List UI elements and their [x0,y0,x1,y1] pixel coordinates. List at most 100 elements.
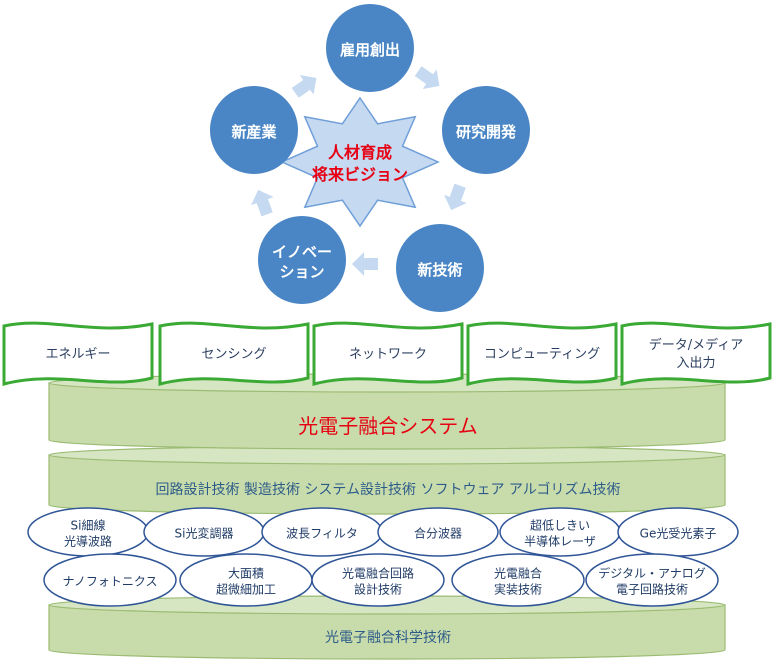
element-label: 光電融合実装技術 [494,566,542,597]
element-wavelength-filter: 波長フィルタ [261,507,383,557]
arrow-shape [251,189,274,217]
base-layer-body [48,604,726,660]
element-label: ナノフォトニクス [62,575,157,589]
element-si-waveguide: Si細線光導波路 [27,507,149,557]
element-label-line: Si光変調器 [175,526,234,541]
tech-layer-label: 回路設計技術 製造技術 システム設計技術 ソフトウェア アルゴリズム技術 [156,481,621,498]
arrow-kenkyu-to-shingijutsu [444,183,467,211]
system-layer-body [48,382,726,450]
element-ellipse [43,553,177,607]
banner-label-line: コンピューティング [484,347,600,362]
element-label-line: 光導波路 [64,534,112,549]
cycle-node-innovation: イノベーション [258,216,346,304]
cycle-node-label: イノベーション [272,243,332,281]
element-label: Si光変調器 [175,526,234,541]
banner-label-line: データ/メディア [649,337,743,353]
tech-layer [48,445,726,515]
element-ge-detector: Ge光受光素子 [617,507,739,557]
element-ellipse [377,507,499,557]
cycle-node-label: 雇用創出 [340,41,400,59]
base-layer-label: 光電子融合科学技術 [325,630,451,646]
element-large-area: 大面積超微細加工 [179,553,313,607]
system-layer-label: 光電子融合システム [298,414,477,438]
banner-shape [2,321,154,386]
center-label: 人材育成将来ビジョン [312,143,408,184]
element-oe-circuit-design: 光電融合回路設計技術 [311,553,445,607]
application-banner-3: コンピューティング [466,321,618,386]
cycle-circle [258,216,346,304]
element-ultralow-laser: 超低しきい半導体レーザ [499,507,621,557]
application-banner-1: センシング [158,321,310,386]
center-label-line: 将来ビジョン [312,165,408,184]
cycle-circle [210,86,298,174]
arrow-shape [291,75,317,98]
arrow-shingijutsu-to-innovation [352,252,378,276]
cycle-circle [326,4,414,92]
arrow-shape [414,66,440,89]
cycle-node-label-line: イノベー [272,243,332,261]
cycle-node-label-line: 研究開発 [456,123,517,141]
application-banner-2: ネットワーク [312,321,464,386]
element-label: 合分波器 [414,526,462,541]
element-label-line: Ge光受光素子 [640,527,717,541]
cycle-node-label: 新産業 [231,123,277,141]
element-label-line: 合分波器 [414,526,462,541]
element-label: デジタル・アナログ電子回路技術 [598,566,706,597]
element-label: Si細線光導波路 [64,518,112,549]
element-ellipse [311,553,445,607]
element-label-line: 光電融合回路 [342,566,414,581]
arrow-koyo-to-kenkyu [414,66,440,89]
element-label: 大面積超微細加工 [216,566,276,597]
element-label: Ge光受光素子 [640,527,717,541]
cycle-node-label-line: 雇用創出 [340,41,400,59]
element-label-line: 超低しきい [530,518,590,533]
cycle-node-label: 新技術 [417,261,462,279]
star-shape [280,96,440,228]
element-si-modulator: Si光変調器 [143,507,265,557]
element-label-line: デジタル・アナログ [598,566,706,581]
banner-label: コンピューティング [484,347,600,362]
element-label: 超低しきい半導体レーザ [524,518,596,549]
cycle-node-shinsangyo: 新産業 [210,86,298,174]
element-label-line: 大面積 [228,566,264,581]
element-ellipse [585,553,719,607]
cycle-node-label-line: 新技術 [417,261,462,279]
element-label-line: 実装技術 [494,582,542,597]
banner-label: センシング [201,347,266,362]
cycle-node-shingijutsu: 新技術 [396,224,484,312]
banner-label-line: エネルギー [45,347,110,362]
element-label-line: 超微細加工 [216,582,276,597]
banner-label: データ/メディア入出力 [649,337,743,371]
banner-shape [312,321,464,386]
element-label-line: 光電融合 [494,566,542,581]
element-digital-analog: デジタル・アナログ電子回路技術 [585,553,719,607]
element-label-line: 半導体レーザ [524,535,596,549]
application-banner-0: エネルギー [2,321,154,386]
element-label-line: 電子回路技術 [616,582,688,597]
cycle-circle [396,224,484,312]
arrow-shape [444,183,467,211]
cycle-node-kenkyu: 研究開発 [442,86,530,174]
element-ellipse [451,553,585,607]
element-nanophotonics: ナノフォトニクス [43,553,177,607]
element-oe-packaging: 光電融合実装技術 [451,553,585,607]
banner-shape [158,321,310,386]
center-star: 人材育成将来ビジョン [280,96,440,228]
cycle-circle [442,86,530,174]
banner-label-line: 入出力 [676,356,715,371]
element-label-line: Si細線 [71,518,106,533]
banner-label: ネットワーク [349,347,427,362]
element-label-line: 波長フィルタ [286,527,358,541]
banner-shape [620,321,772,386]
banner-label-line: センシング [201,347,266,362]
banner-label-line: ネットワーク [349,347,427,362]
element-label-line: ナノフォトニクス [62,575,157,589]
application-banner-4: データ/メディア入出力 [620,321,772,386]
element-combiner: 合分波器 [377,507,499,557]
cycle-node-label-line: ション [279,263,324,281]
element-label-line: 設計技術 [354,582,402,597]
element-label: 波長フィルタ [286,527,358,541]
arrow-shinsangyo-to-koyo [291,75,317,98]
